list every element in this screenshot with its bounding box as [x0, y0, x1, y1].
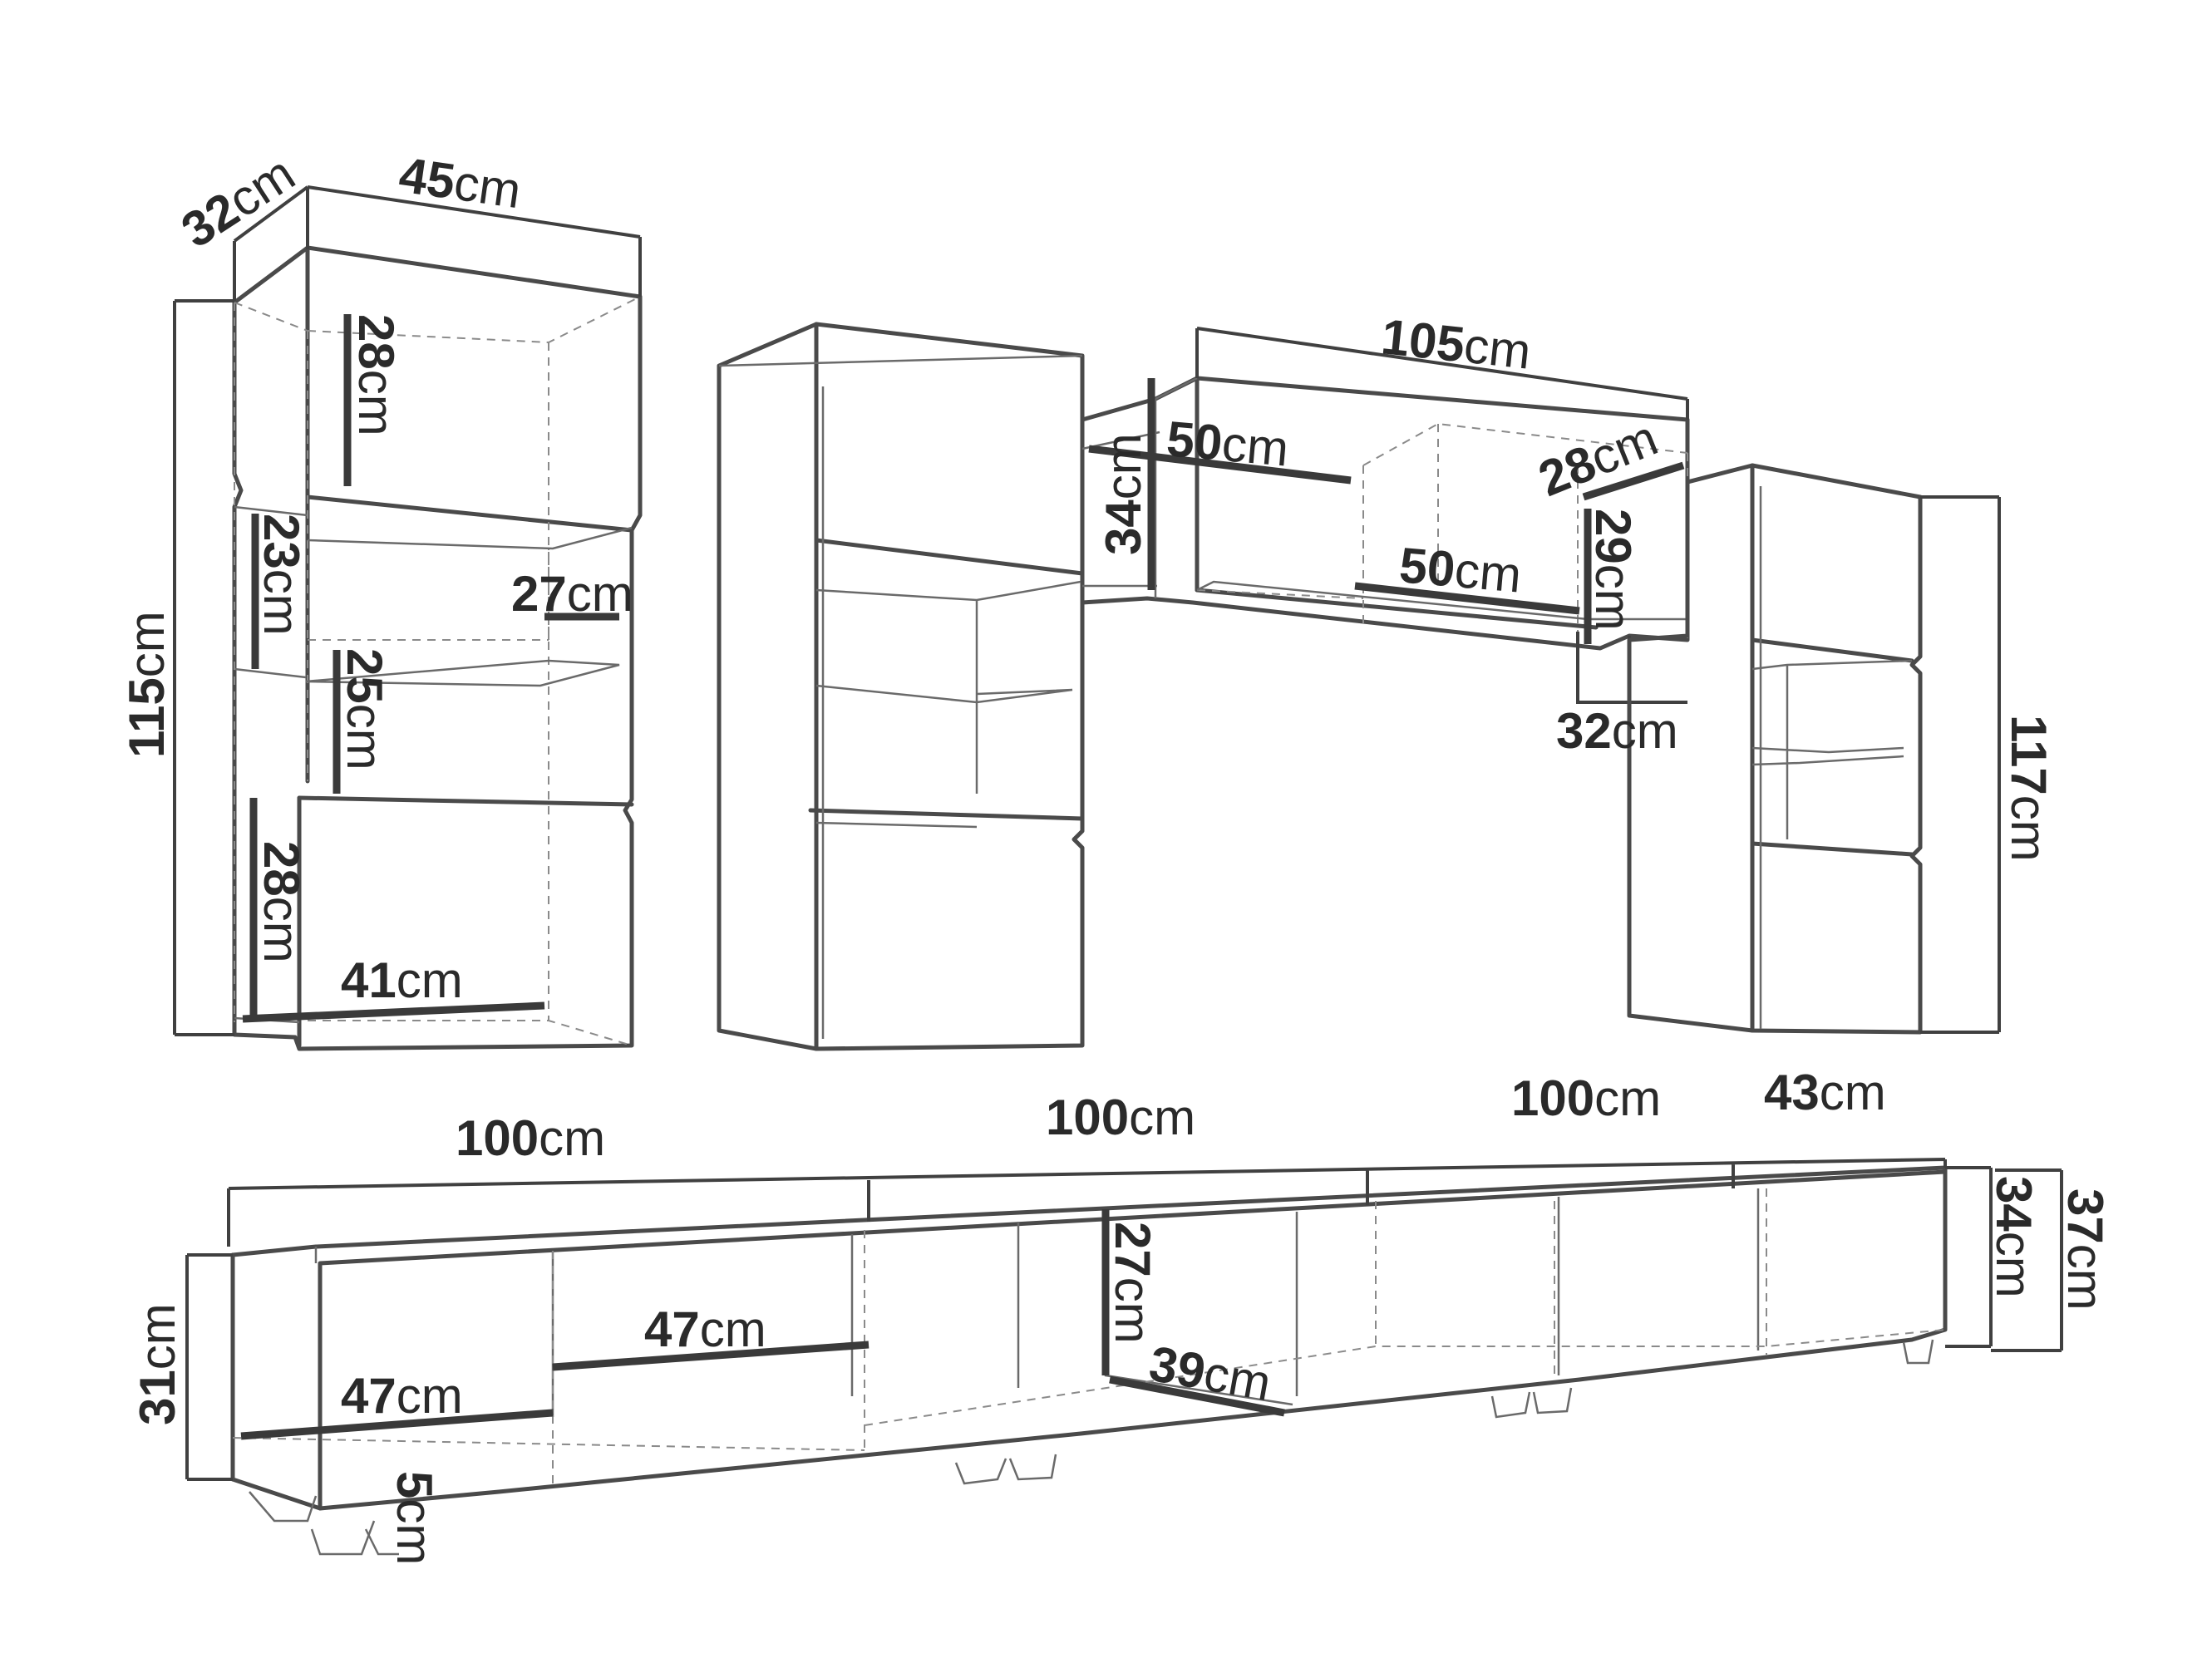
- right-cabinet: [1627, 463, 1923, 1035]
- label-left-inner-depth: 27cm: [511, 566, 633, 622]
- label-wall-inner-width-top: 50cm: [1165, 411, 1291, 477]
- label-tv-leg: 5cm: [387, 1471, 442, 1565]
- label-left-shelf3: 25cm: [337, 648, 392, 770]
- tv-stand-dimensions: [185, 1158, 2063, 1481]
- label-tv-w1: 100cm: [456, 1110, 605, 1166]
- label-tv-w3: 100cm: [1511, 1070, 1661, 1126]
- label-right-height: 117cm: [2001, 715, 2057, 862]
- label-left-depth: 32cm: [172, 145, 305, 258]
- label-wall-inner-width-bottom: 50cm: [1397, 537, 1524, 603]
- tall-cabinet: [717, 322, 1085, 1051]
- right-cabinet-dimensions: [1920, 495, 2001, 1034]
- label-tv-inner-width-a: 47cm: [341, 1368, 463, 1424]
- label-left-inner-width: 41cm: [341, 952, 463, 1008]
- label-left-height: 115cm: [119, 611, 175, 758]
- tv-stand: [230, 1165, 1948, 1556]
- left-cabinet: [232, 245, 643, 1051]
- label-tv-inner-height: 27cm: [1105, 1222, 1160, 1344]
- label-left-shelf1: 28cm: [348, 314, 404, 436]
- label-wall-width: 105cm: [1379, 308, 1534, 379]
- label-left-width: 45cm: [396, 147, 525, 219]
- label-tv-inner-depth: 39cm: [1145, 1336, 1275, 1411]
- label-tv-w2: 100cm: [1046, 1090, 1195, 1145]
- label-tv-depth: 43cm: [1764, 1065, 1886, 1120]
- label-left-shelf2: 23cm: [254, 514, 309, 636]
- label-left-shelf4: 28cm: [254, 841, 309, 963]
- label-tv-inner-width-b: 47cm: [644, 1301, 766, 1357]
- label-wall-inner-height: 29cm: [1585, 509, 1641, 631]
- label-wall-outer-depth: 32cm: [1556, 703, 1678, 759]
- label-tv-height-right-inner: 34cm: [1986, 1176, 2042, 1298]
- label-wall-height: 34cm: [1096, 433, 1151, 555]
- label-tv-height-left: 31cm: [130, 1303, 185, 1425]
- label-tv-height-right: 37cm: [2057, 1188, 2113, 1311]
- left-cabinet-dimensions: [173, 185, 642, 1036]
